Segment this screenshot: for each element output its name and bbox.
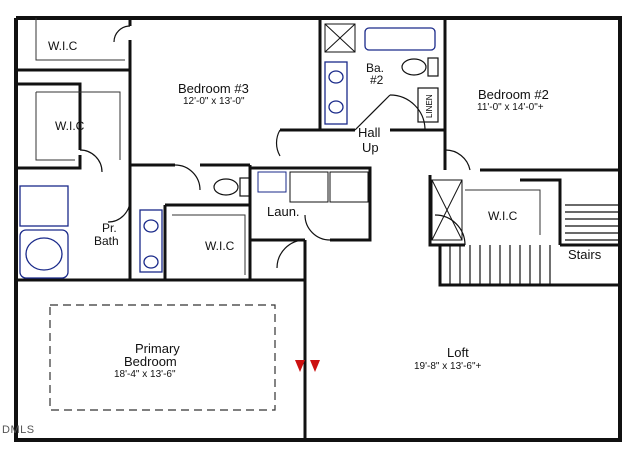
pr-bath-label-line2: Bath: [94, 234, 119, 248]
laundry-label: Laun.: [267, 204, 300, 219]
showers: [324, 23, 463, 241]
bedroom3-label: Bedroom #3: [178, 81, 249, 96]
interior-walls: [16, 18, 620, 440]
pr-bath-label-line1: Pr.: [102, 221, 117, 235]
linen-closet: [417, 87, 439, 123]
bath2-label-line2: #2: [370, 73, 384, 87]
linen-label: LINEN: [425, 94, 434, 118]
primary-bedroom-label-line2: Bedroom: [124, 354, 177, 369]
hall-label-line2: Up: [362, 140, 379, 155]
wic-top-left-label: W.I.C: [48, 39, 78, 53]
wic-center-label: W.I.C: [205, 239, 235, 253]
exterior-walls: [14, 16, 622, 442]
watermark: DMLS: [2, 424, 35, 436]
door-swings: [79, 25, 471, 269]
laundry-appliances: [257, 171, 369, 203]
hall-label-line1: Hall: [358, 125, 381, 140]
bedroom2-label: Bedroom #2: [478, 87, 549, 102]
bath-fixtures: [19, 27, 436, 279]
loft-label: Loft: [447, 345, 469, 360]
primary-bedroom-dims: 18'-4" x 13'-6": [114, 369, 176, 380]
stairs-treads: [449, 204, 620, 285]
closet-shelves: [35, 18, 541, 275]
bath2-label-line1: Ba.: [366, 61, 385, 75]
wic-right-label: W.I.C: [488, 209, 518, 223]
loft-dims: 19'-8" x 13'-6"+: [414, 361, 482, 372]
bedroom3-dims: 12'-0" x 13'-0": [183, 96, 245, 107]
primary-bedroom-label-line1: Primary: [135, 341, 180, 356]
bedroom2-dims: 11'-0" x 14'-0"+: [477, 102, 544, 113]
toilets: [213, 57, 439, 197]
direction-markers: [295, 360, 320, 372]
primary-tray-ceiling: [49, 304, 276, 411]
wic-left-mid-label: W.I.C: [55, 119, 85, 133]
stairs-label: Stairs: [568, 247, 602, 262]
